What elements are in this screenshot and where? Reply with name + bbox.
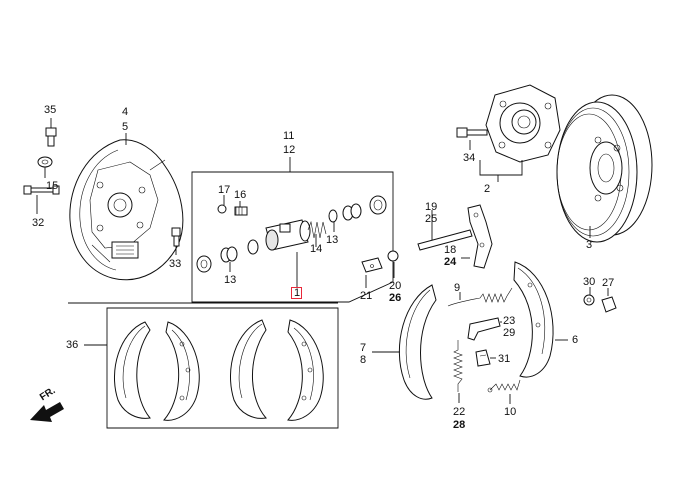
- nut-15: [37, 156, 53, 168]
- label-8: 8: [360, 354, 367, 366]
- clip-21: [361, 257, 383, 273]
- label-30: 30: [583, 276, 596, 288]
- spring-22-28: [453, 340, 463, 392]
- label-11: 11: [283, 130, 295, 142]
- label-20: 20: [389, 280, 402, 292]
- label-14: 14: [310, 243, 323, 255]
- wheel-cylinder: [265, 219, 311, 251]
- label-9: 9: [454, 282, 461, 294]
- bolt-33: [171, 227, 181, 247]
- backing-plate: [69, 139, 184, 281]
- label-5: 5: [122, 121, 129, 133]
- label-3: 3: [586, 239, 593, 251]
- clip-31: [475, 349, 491, 367]
- spring-10: [487, 379, 521, 393]
- front-direction-arrow: [30, 402, 64, 422]
- label-27: 27: [602, 277, 615, 289]
- pin-20: [387, 250, 399, 262]
- label-29: 29: [503, 327, 516, 339]
- bleeder-16: [234, 206, 248, 216]
- brake-drum: [556, 94, 653, 243]
- label-1: 1: [294, 287, 301, 299]
- cups-right: [328, 195, 387, 223]
- shoe-6: [513, 261, 554, 378]
- label-36: 36: [66, 339, 79, 351]
- label-13-right: 13: [326, 234, 339, 246]
- shoe-7-8: [398, 284, 437, 400]
- label-26: 26: [389, 292, 402, 304]
- label-13-left: 13: [224, 274, 237, 286]
- label-22: 22: [453, 406, 466, 418]
- label-6: 6: [572, 334, 579, 346]
- spring-9: [447, 287, 513, 307]
- adjuster-lever: [467, 204, 493, 269]
- label-7: 7: [360, 342, 367, 354]
- plate-23-29: [467, 317, 501, 341]
- label-21: 21: [360, 290, 373, 302]
- label-17: 17: [218, 184, 231, 196]
- cups-left: [196, 239, 259, 273]
- washer-30: [583, 294, 595, 306]
- label-34: 34: [463, 152, 476, 164]
- label-35: 35: [44, 104, 57, 116]
- label-16: 16: [234, 189, 247, 201]
- label-33: 33: [169, 258, 182, 270]
- rod-19: [417, 229, 473, 251]
- label-25: 25: [425, 213, 438, 225]
- label-28: 28: [453, 419, 466, 431]
- hub: [485, 84, 561, 163]
- label-15: 15: [46, 180, 59, 192]
- shoe-set: [114, 319, 324, 421]
- clip-27: [601, 296, 617, 313]
- label-19: 19: [425, 201, 438, 213]
- bolt-34: [456, 127, 488, 138]
- label-4: 4: [122, 106, 129, 118]
- spring-14: [307, 220, 327, 239]
- label-32: 32: [32, 217, 45, 229]
- label-12: 12: [283, 144, 296, 156]
- bolt-35: [45, 127, 57, 147]
- cap-17: [217, 204, 227, 214]
- label-23: 23: [503, 315, 516, 327]
- label-31: 31: [498, 353, 511, 365]
- label-10: 10: [504, 406, 517, 418]
- label-24: 24: [444, 256, 457, 268]
- bolt-32: [23, 185, 60, 195]
- label-18: 18: [444, 244, 457, 256]
- highlight-box: [291, 287, 302, 299]
- label-2: 2: [484, 183, 491, 195]
